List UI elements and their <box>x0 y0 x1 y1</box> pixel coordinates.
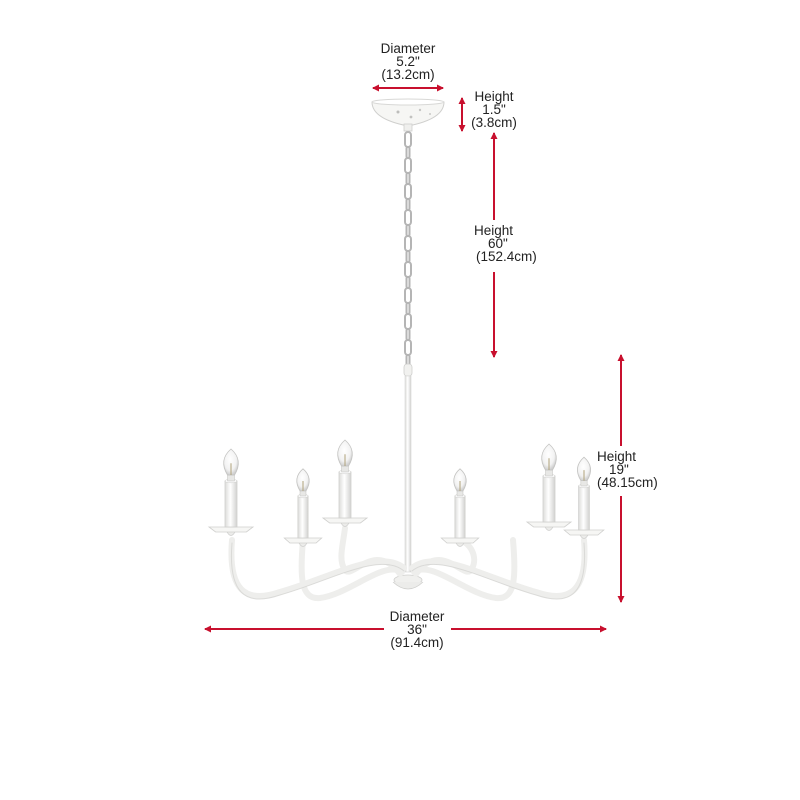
body-diameter-metric: (91.4cm) <box>390 635 444 650</box>
body-height-label: Height 19" (48.15cm) <box>590 449 674 490</box>
chain-link <box>404 287 412 304</box>
hanging-chain <box>404 131 412 367</box>
body-diameter-title: Diameter <box>389 609 445 624</box>
canopy-diameter-title: Diameter <box>380 41 436 56</box>
candle-arms <box>207 439 605 547</box>
chain-height-title: Height <box>474 223 514 238</box>
chain-link <box>405 276 411 289</box>
chain-link <box>404 209 412 226</box>
candle-6 <box>563 456 605 539</box>
body-diameter-label: Diameter 36" (91.4cm) <box>374 609 460 650</box>
center-stem <box>392 363 424 590</box>
chain-height-imperial: 60" <box>488 236 508 251</box>
chain-link <box>405 172 411 185</box>
canopy-diameter-label: Diameter 5.2" (13.2cm) <box>366 41 450 82</box>
dimension-lines <box>204 84 625 633</box>
body-height-imperial: 19" <box>609 462 629 477</box>
chain-height-metric: (152.4cm) <box>476 249 537 264</box>
canopy-height-metric: (3.8cm) <box>471 115 517 130</box>
canopy-height-title: Height <box>474 89 514 104</box>
candle-1 <box>207 448 255 536</box>
scroll-arms <box>228 525 588 602</box>
chain-link <box>405 198 411 211</box>
canopy-height-label: Height 1.5" (3.8cm) <box>462 89 526 130</box>
candle-2 <box>283 468 323 547</box>
chain-link <box>404 261 412 278</box>
chain-link <box>404 339 412 356</box>
candle-4 <box>440 468 480 547</box>
body-height-title: Height <box>597 449 637 464</box>
chain-link <box>405 302 411 315</box>
chain-link <box>404 183 412 200</box>
body-diameter-imperial: 36" <box>407 622 427 637</box>
ceiling-canopy <box>371 98 445 132</box>
chain-height-label: Height 60" (152.4cm) <box>466 223 550 264</box>
chain-link <box>405 328 411 341</box>
chain-link <box>404 131 412 148</box>
candle-5 <box>525 443 573 531</box>
chain-link <box>405 146 411 159</box>
canopy-diameter-metric: (13.2cm) <box>381 67 435 82</box>
canopy-height-imperial: 1.5" <box>482 102 506 117</box>
chain-link <box>404 157 412 174</box>
body-height-metric: (48.15cm) <box>597 475 658 490</box>
candle-3 <box>321 439 369 527</box>
chain-link <box>404 235 412 252</box>
canopy-diameter-imperial: 5.2" <box>396 54 420 69</box>
chain-link <box>405 250 411 263</box>
chain-link <box>404 313 412 330</box>
chain-link <box>405 224 411 237</box>
